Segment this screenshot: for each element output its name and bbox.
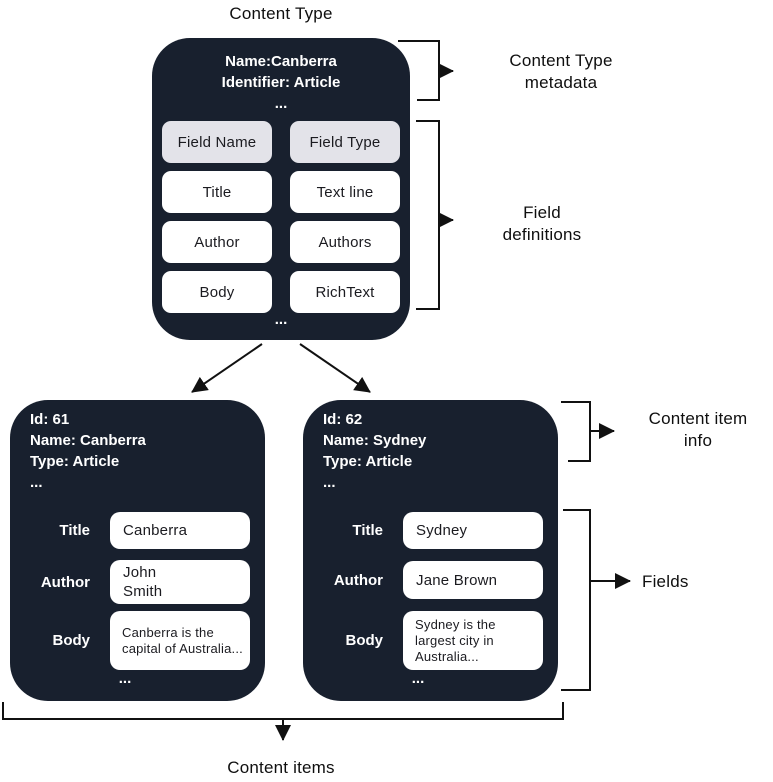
field-value: Jane Brown	[403, 561, 543, 599]
field-row-title: Title Sydney	[319, 512, 543, 549]
arrow-to-right-item	[299, 343, 371, 393]
field-type-header-cell: Field Type	[290, 121, 400, 163]
field-name-header-cell: Field Name	[162, 121, 272, 163]
field-value: John Smith	[110, 560, 250, 604]
field-type-cell: Text line	[290, 171, 400, 213]
field-type-cell: RichText	[290, 271, 400, 313]
bracket-fields	[561, 509, 591, 691]
callout-content-type-metadata: Content Type metadata	[509, 51, 613, 92]
field-row-author: Author Jane Brown	[319, 561, 543, 599]
item-name: Name: Canberra	[30, 432, 146, 449]
callout-field-definitions: Field definitions	[502, 203, 582, 244]
arrow-to-left-item	[191, 343, 263, 393]
field-label: Body	[345, 632, 384, 649]
field-row-body: Body Sydney is the largest city in Austr…	[319, 611, 543, 670]
callout-content-items: Content items	[227, 758, 335, 777]
content-type-metadata-block: Name:Canberra Identifier: Article ...	[152, 38, 410, 114]
item-id: Id: 61	[30, 411, 70, 428]
item-type: Type: Article	[30, 453, 120, 470]
field-label: Title	[352, 522, 383, 539]
bracket-content-items	[2, 702, 564, 720]
field-label: Title	[59, 522, 90, 539]
field-value: Canberra	[110, 512, 250, 549]
field-value: Canberra is the capital of Australia...	[110, 611, 250, 670]
callout-fields: Fields	[642, 572, 689, 591]
field-name-cell: Title	[162, 171, 272, 213]
content-type-box: Name:Canberra Identifier: Article ... Fi…	[152, 38, 410, 340]
item-ellipsis: ...	[323, 474, 336, 491]
content-item-info-block: Id: 61 Name: Canberra Type: Article ...	[10, 400, 265, 493]
field-label: Author	[333, 571, 383, 589]
bracket-content-item-info	[561, 401, 591, 462]
item-name: Name: Sydney	[323, 432, 427, 449]
field-definitions-grid: Field Name Field Type Title Text line Au…	[162, 121, 400, 313]
callout-content-item-info: Content item info	[648, 409, 748, 450]
item-footer-ellipsis: ...	[118, 670, 132, 687]
field-type-cell: Authors	[290, 221, 400, 263]
diagram-title: Content Type	[229, 4, 333, 23]
field-label: Body	[52, 632, 91, 649]
item-type: Type: Article	[323, 453, 413, 470]
field-value: Sydney is the largest city in Australia.…	[403, 611, 543, 670]
item-ellipsis: ...	[30, 474, 43, 491]
content-item-info-block: Id: 62 Name: Sydney Type: Article ...	[303, 400, 558, 493]
field-name-cell: Author	[162, 221, 272, 263]
field-label: Author	[40, 573, 90, 591]
field-value: Sydney	[403, 512, 543, 549]
field-name-cell: Body	[162, 271, 272, 313]
content-type-identifier: Identifier: Article	[221, 74, 341, 91]
field-row-author: Author John Smith	[26, 560, 250, 604]
content-type-name: Name:Canberra	[225, 53, 337, 70]
content-item-box-canberra: Id: 61 Name: Canberra Type: Article ... …	[10, 400, 265, 701]
content-type-ellipsis: ...	[274, 95, 288, 112]
field-row-body: Body Canberra is the capital of Australi…	[26, 611, 250, 670]
item-id: Id: 62	[323, 411, 363, 428]
item-footer-ellipsis: ...	[411, 670, 425, 687]
bracket-field-definitions	[416, 120, 440, 310]
content-item-box-sydney: Id: 62 Name: Sydney Type: Article ... Ti…	[303, 400, 558, 701]
field-row-title: Title Canberra	[26, 512, 250, 549]
content-type-footer-ellipsis: ...	[274, 311, 288, 328]
